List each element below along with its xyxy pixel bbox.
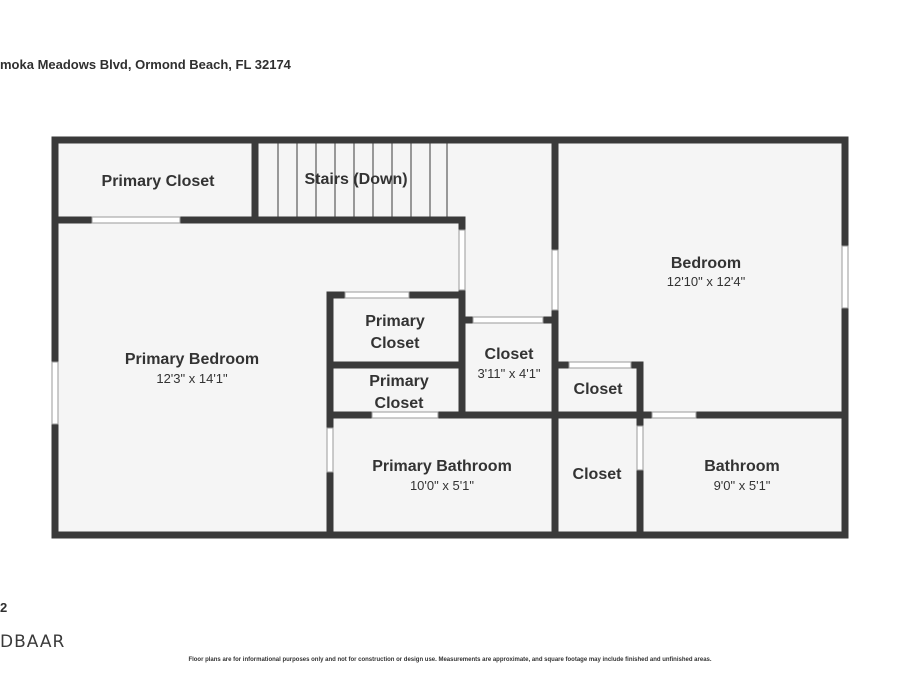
window (51, 361, 59, 425)
door-opening (326, 427, 334, 473)
room-label-primary-closet-a-line2: Closet (371, 335, 421, 352)
room-dims-primary-bedroom: 12'3" x 14'1" (156, 371, 228, 386)
door-opening (568, 361, 632, 369)
disclaimer-text: Floor plans are for informational purpos… (188, 657, 712, 663)
room-label-primary-closet-a-line1: Primary (365, 313, 425, 330)
room-label-bathroom: Bathroom (704, 458, 780, 475)
room-dims-bedroom: 12'10" x 12'4" (667, 274, 746, 289)
door-opening (371, 411, 439, 419)
window (551, 249, 559, 311)
room-label-primary-bathroom: Primary Bathroom (372, 458, 512, 475)
room-label-closet-bottom: Closet (573, 466, 623, 483)
room-dims-primary-bathroom: 10'0" x 5'1" (410, 478, 474, 493)
room-label-closet-small: Closet (574, 381, 624, 398)
room-dims-bathroom: 9'0" x 5'1" (714, 478, 771, 493)
stair-treads (277, 143, 448, 217)
room-dims-closet-mid: 3'11" x 4'1" (477, 366, 540, 381)
door-opening (472, 316, 544, 324)
window (458, 229, 466, 291)
door-opening (344, 291, 410, 299)
room-label-primary-closet-b-line1: Primary (369, 373, 429, 390)
brand-logo: DBAAR (0, 632, 66, 652)
floor-area (55, 140, 845, 535)
door-opening (636, 425, 644, 471)
window (841, 245, 849, 309)
room-label-primary-closet-top: Primary Closet (102, 173, 216, 190)
room-label-stairs: Stairs (Down) (304, 171, 407, 188)
property-address: moka Meadows Blvd, Ormond Beach, FL 3217… (0, 57, 291, 72)
room-label-closet-mid: Closet (485, 346, 535, 363)
page-number: 2 (0, 600, 8, 615)
wall-openings (51, 216, 849, 473)
door-opening (651, 411, 697, 419)
room-label-bedroom: Bedroom (671, 255, 741, 272)
window (91, 216, 181, 224)
room-label-primary-bedroom: Primary Bedroom (125, 351, 259, 368)
room-label-primary-closet-b-line2: Closet (375, 395, 425, 412)
